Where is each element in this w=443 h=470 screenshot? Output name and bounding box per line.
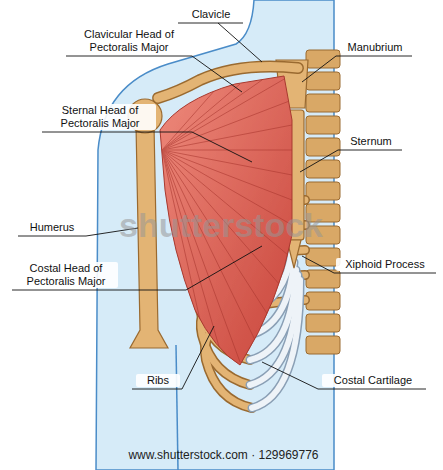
part-label: Costal Head of Pectoralis Major — [14, 262, 118, 288]
part-label: Ribs — [136, 374, 180, 387]
part-label: Sternal Head of Pectoralis Major — [44, 104, 156, 130]
spine — [306, 50, 340, 354]
part-label: Xiphoid Process — [336, 258, 434, 271]
watermark-url: www.shutterstock.com · 129969776 — [2, 448, 443, 462]
part-label: Clavicular Head of Pectoralis Major — [68, 28, 190, 54]
part-label: Humerus — [20, 221, 84, 234]
leader-lines — [12, 23, 436, 389]
part-label: Clavicle — [180, 8, 242, 21]
part-label: Costal Cartilage — [322, 374, 424, 387]
part-label: Sternum — [342, 135, 400, 148]
watermark: shutterstock — [96, 206, 346, 244]
part-label: Manubrium — [340, 41, 410, 54]
